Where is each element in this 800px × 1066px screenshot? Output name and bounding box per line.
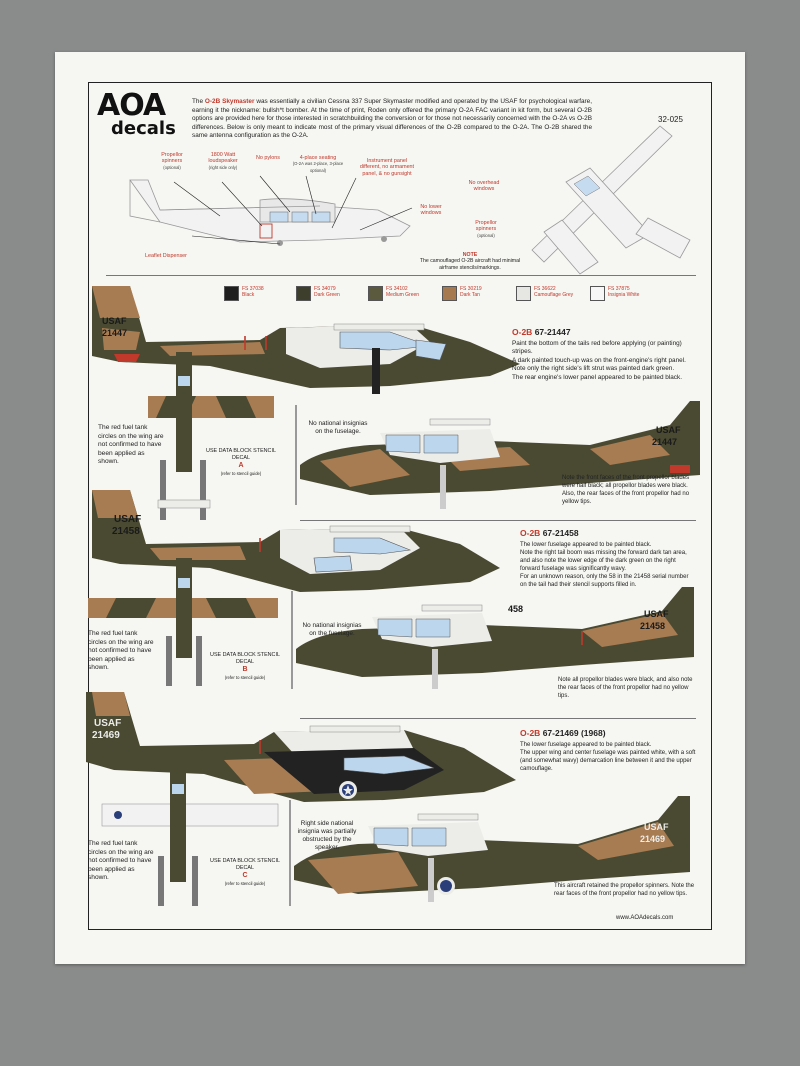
aoa-logo: AOA decals: [97, 88, 183, 139]
swatch-box: [368, 286, 383, 301]
label-no-pylons: No pylons: [256, 155, 280, 161]
label-no-overhead-windows: No overhead windows: [468, 180, 500, 193]
aircraft-3-right-tail-serial: 21469: [640, 834, 665, 844]
label-spinners-right: Propellor spinners(optional): [475, 220, 497, 238]
intro-lead: The: [192, 98, 205, 105]
logo-bottom-text: decals: [111, 118, 176, 139]
aircraft-3-left-side: USAF 21469: [86, 692, 516, 802]
aircraft-2-right-side: USAF 21458: [291, 587, 694, 689]
divider-1: [300, 520, 696, 521]
divider-2: [300, 718, 696, 719]
section-2-national-note: No national insignias on the fuselage.: [302, 622, 362, 637]
o2b-top-schematic: [531, 125, 691, 275]
section-3-title: O-2B 67-21469 (1968): [520, 728, 606, 738]
note-text: The camouflaged O-2B aircraft had minima…: [419, 258, 521, 271]
label-loudspeaker: 1800 Watt loudspeaker(right side only): [208, 152, 238, 170]
section-2-wing-note: The red fuel tank circles on the wing ar…: [88, 630, 154, 672]
o2b-side-schematic: [129, 175, 413, 246]
section-1-wing-note: The red fuel tank circles on the wing ar…: [98, 424, 164, 466]
logo-top-text: AOA: [97, 88, 166, 123]
intro-aircraft-name: O-2B Skymaster: [204, 98, 255, 105]
aircraft-2-right-tail-serial: 21458: [640, 621, 665, 631]
aircraft-3-tail-serial: 21469: [92, 730, 120, 741]
swatch-box: [590, 286, 605, 301]
intro-paragraph: The O-2B Skymaster was essentially a civ…: [192, 98, 592, 141]
aircraft-2-left-side: USAF 21458 458: [92, 490, 523, 614]
aircraft-2-nose-number: 458: [508, 604, 523, 614]
label-leaflet-dispenser: Leaflet Dispenser: [145, 253, 187, 259]
aircraft-3-top-view: [101, 762, 279, 906]
aircraft-1-right-tail-serial: 21447: [652, 437, 677, 447]
aircraft-1-tail-serial: 21447: [102, 328, 127, 338]
section-2-notes: The lower fuselage appeared to be painte…: [520, 542, 689, 588]
aircraft-1-right-side: USAF 21447: [295, 401, 700, 509]
aircraft-3-right-side: USAF 21469: [289, 796, 690, 906]
aircraft-1-tail-usaf: USAF: [102, 316, 127, 326]
section-1-national-note: No national insignias on the fuselage.: [308, 420, 368, 435]
section-3-notes: The lower fuselage appeared to be painte…: [520, 742, 696, 772]
swatch-box: [442, 286, 457, 301]
aircraft-1-top-view: [148, 352, 274, 520]
aircraft-2-right-tail-usaf: USAF: [644, 609, 669, 619]
aircraft-3-right-tail-usaf: USAF: [644, 822, 669, 832]
section-2-title: O-2B 67-21458: [520, 528, 579, 538]
swatch-box: [296, 286, 311, 301]
note-heading: NOTE: [462, 252, 478, 258]
section-1-bottom-note: Note the front faces of the front propel…: [562, 475, 690, 505]
section-2-bottom-note: Note all propellor blades were black, an…: [558, 677, 693, 699]
sheet-border: [88, 82, 712, 930]
section-1-title: O-2B 67-21447: [512, 327, 571, 337]
label-spinners-left: Propellor spinners(optional): [161, 152, 183, 170]
label-no-lower-windows: No lower windows: [420, 204, 442, 217]
aircraft-1-right-tail-usaf: USAF: [656, 425, 681, 435]
swatch-box: [516, 286, 531, 301]
aircraft-3-tail-usaf: USAF: [94, 718, 121, 729]
section-3-national-note: Right side national insignia was partial…: [297, 820, 357, 851]
divider-top: [106, 275, 696, 276]
intro-text: was essentially a civilian Cessna 337 Su…: [192, 98, 592, 140]
aircraft-1-left-side: USAF 21447: [92, 286, 520, 394]
section-3-wing-note: The red fuel tank circles on the wing ar…: [88, 840, 154, 882]
aircraft-2-tail-usaf: USAF: [114, 514, 141, 525]
website-url: www.AOAdecals.com: [616, 915, 674, 921]
aircraft-2-top-view: [88, 558, 278, 686]
section-1-notes: Paint the bottom of the tails red before…: [512, 340, 686, 381]
product-code: 32-025: [658, 115, 683, 124]
label-seating: 4-place seating(O-2A was 2-place, 3-plac…: [292, 155, 344, 173]
label-instrument-panel: Instrument panel different, no armament …: [359, 158, 415, 177]
section-3-bottom-note: This aircraft retained the propellor spi…: [554, 883, 695, 897]
swatch-box: [224, 286, 239, 301]
aircraft-2-tail-serial: 21458: [112, 526, 140, 537]
